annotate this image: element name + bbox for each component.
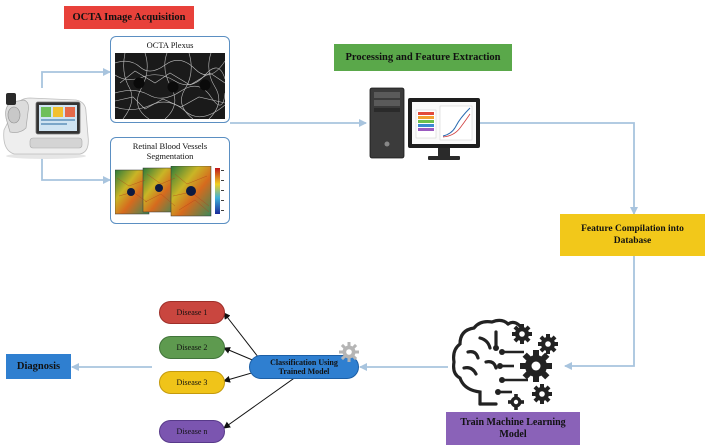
disease-3-node: Disease 3 <box>159 371 225 394</box>
gear-icon <box>339 342 359 362</box>
diagnosis-label: Diagnosis <box>6 354 71 379</box>
disease-n-node: Disease n <box>159 420 225 443</box>
classification-line1: Classification Using <box>270 358 338 367</box>
arrow-computer-to-database <box>480 122 638 215</box>
vessel-segmentation-line1: Retinal Blood Vessels <box>132 141 208 151</box>
computer-icon <box>369 87 480 160</box>
vessel-segmentation-panel: Retinal Blood Vessels Segmentation <box>110 137 230 224</box>
octa-scanner-icon <box>3 93 89 159</box>
feature-compilation-line2: Database <box>613 236 652 246</box>
octa-plexus-title: OCTA Plexus <box>146 40 194 50</box>
processing-label: Processing and Feature Extraction <box>334 44 512 71</box>
octa-plexus-panel: OCTA Plexus <box>110 36 230 123</box>
arrow-to-disease-n <box>223 373 301 429</box>
gear-large <box>520 350 552 382</box>
disease-1-node: Disease 1 <box>159 301 225 324</box>
vessel-segmentation-title: Retinal Blood Vessels Segmentation <box>111 141 229 161</box>
octa-plexus-image <box>115 53 225 119</box>
arrow-database-to-model <box>564 256 635 370</box>
vessel-segmentation-image <box>115 166 224 217</box>
vessel-segmentation-line2: Segmentation <box>146 151 194 161</box>
train-model-label: Train Machine Learning Model <box>446 412 580 445</box>
acquisition-label: OCTA Image Acquisition <box>64 6 194 29</box>
arrow-scanner-to-vessels <box>41 158 111 184</box>
train-model-line1: Train Machine Learning <box>460 416 566 428</box>
brain-gears-icon <box>452 318 558 410</box>
arrow-scanner-to-plexus <box>41 68 111 88</box>
train-model-line2: Model <box>499 428 527 440</box>
disease-2-node: Disease 2 <box>159 336 225 359</box>
arrow-to-disease-1 <box>223 312 263 363</box>
classification-line2: Trained Model <box>278 367 330 376</box>
classification-node: Classification Using Trained Model <box>249 355 359 379</box>
feature-compilation-line1: Feature Compilation into <box>581 224 684 234</box>
feature-compilation-label: Feature Compilation into Database <box>560 214 705 256</box>
